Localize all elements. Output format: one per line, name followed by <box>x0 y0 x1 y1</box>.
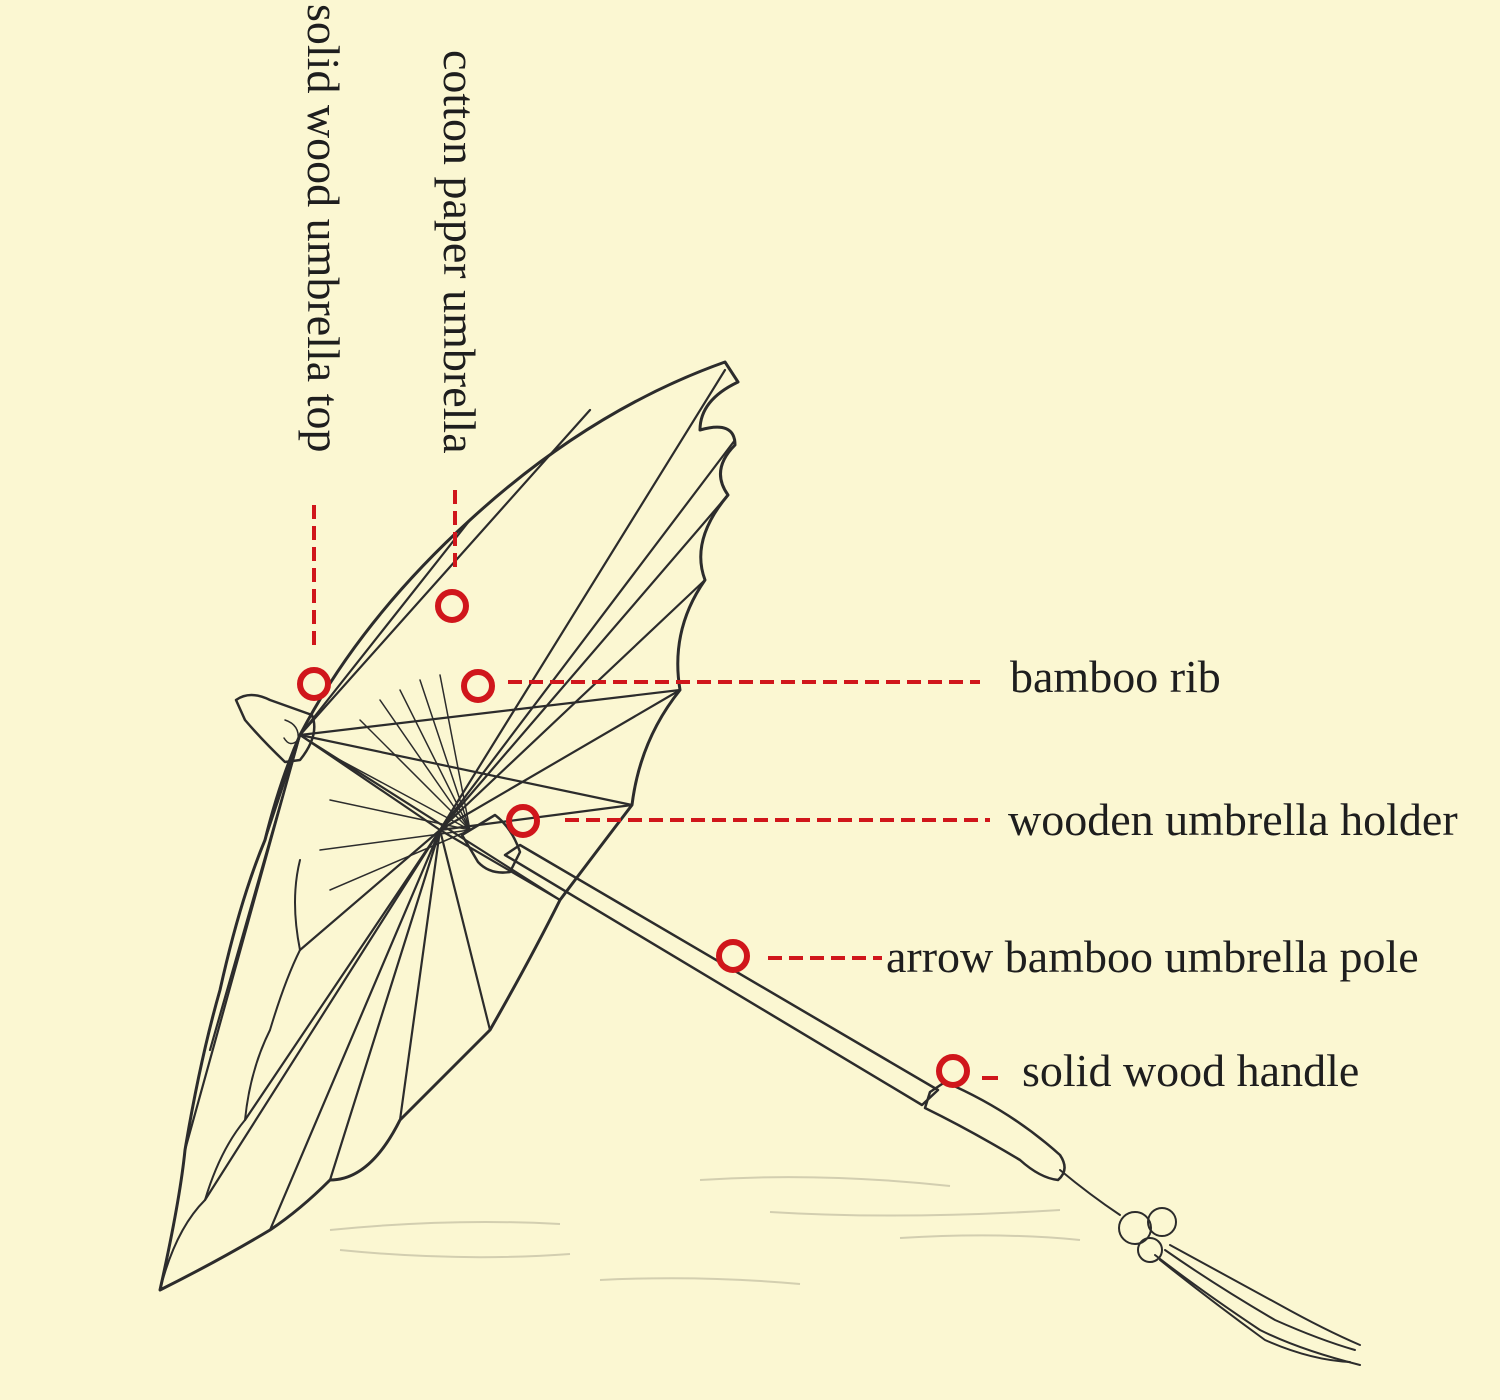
label-bamboo-pole: arrow bamboo umbrella pole <box>886 931 1419 982</box>
marker-wooden-holder <box>506 804 540 838</box>
label-wooden-holder: wooden umbrella holder <box>1008 794 1458 845</box>
marker-bamboo-pole <box>716 939 750 973</box>
tassel <box>1059 1169 1361 1366</box>
marker-bamboo-rib <box>461 669 495 703</box>
umbrella-handle-grip <box>923 1080 1066 1182</box>
marker-umbrella-top <box>297 667 331 701</box>
ground-shadows <box>329 1176 1081 1285</box>
annotation-wooden-holder: wooden umbrella holder <box>506 794 1458 845</box>
label-cotton-paper: cotton paper umbrella <box>434 50 485 454</box>
marker-cotton-paper <box>435 589 469 623</box>
label-bamboo-rib: bamboo rib <box>1010 651 1221 702</box>
annotation-bamboo-rib: bamboo rib <box>461 651 1221 703</box>
label-wood-handle: solid wood handle <box>1022 1045 1359 1096</box>
label-umbrella-top: solid wood umbrella top <box>298 4 349 452</box>
annotation-cotton-paper: cotton paper umbrella <box>434 50 485 623</box>
umbrella-pole <box>503 843 940 1107</box>
annotation-bamboo-pole: arrow bamboo umbrella pole <box>716 931 1419 982</box>
umbrella-top-finial <box>234 693 316 764</box>
annotation-umbrella-top: solid wood umbrella top <box>297 4 349 701</box>
ribs <box>183 368 737 1232</box>
umbrella-illustration <box>158 360 1361 1366</box>
annotation-wood-handle: solid wood handle <box>936 1045 1359 1096</box>
marker-wood-handle <box>936 1054 970 1088</box>
